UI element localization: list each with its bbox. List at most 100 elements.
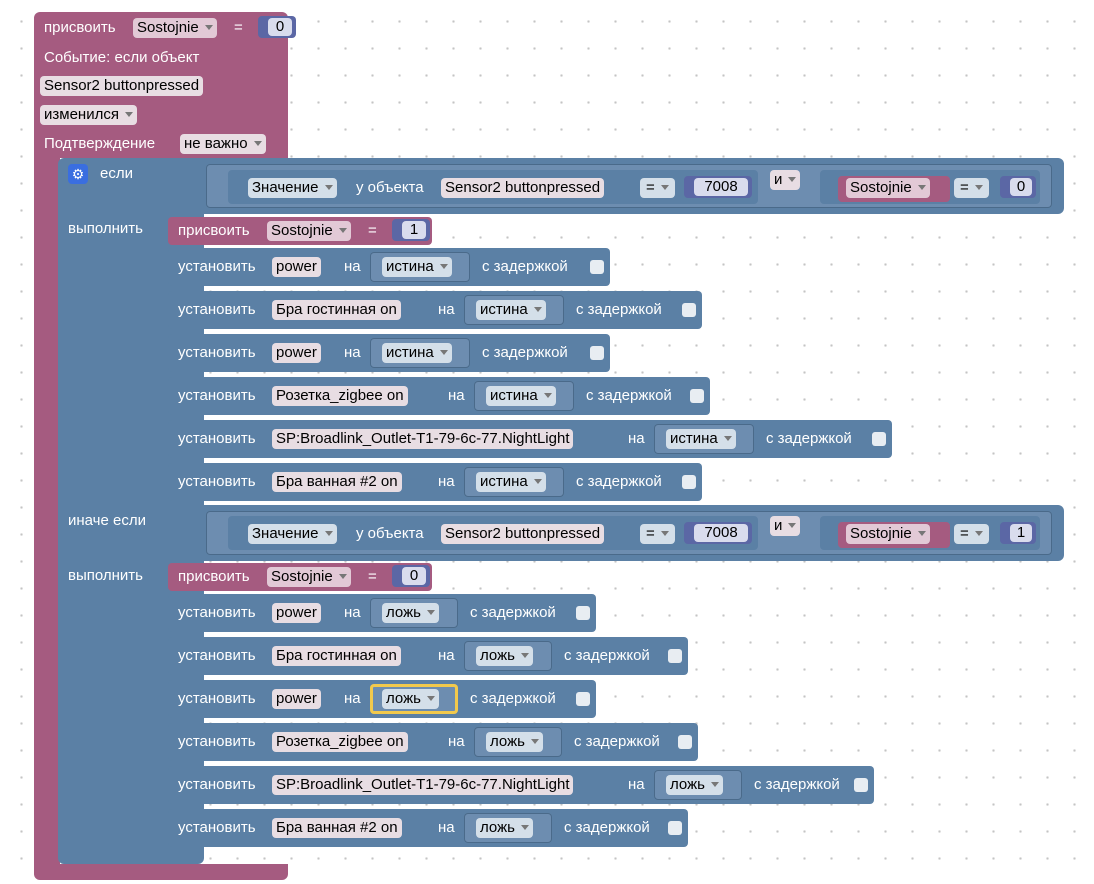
set-block[interactable]: [168, 809, 688, 847]
changed-dropdown[interactable]: изменился: [40, 105, 137, 125]
delay-checkbox[interactable]: [576, 606, 590, 620]
delay-checkbox[interactable]: [590, 260, 604, 274]
set-block[interactable]: [168, 637, 688, 675]
to-label: на: [344, 604, 361, 621]
delay-checkbox[interactable]: [682, 475, 696, 489]
set-label: установить: [178, 776, 256, 793]
delay-label: с задержкой: [564, 819, 650, 836]
set-label: установить: [178, 344, 256, 361]
boolean-dropdown[interactable]: ложь: [476, 818, 533, 838]
var-dropdown[interactable]: Sostojnie: [133, 18, 217, 38]
set-block[interactable]: [168, 291, 702, 329]
to-label: на: [448, 387, 465, 404]
boolean-dropdown[interactable]: ложь: [382, 603, 439, 623]
delay-checkbox[interactable]: [678, 735, 692, 749]
val-block-2[interactable]: 1: [1000, 522, 1036, 544]
assign-num-2[interactable]: 0: [392, 565, 430, 587]
target-field[interactable]: Бра гостинная on: [272, 646, 401, 666]
assign-var-2[interactable]: Sostojnie: [267, 567, 351, 587]
delay-label: с задержкой: [754, 776, 840, 793]
set-label: установить: [178, 733, 256, 750]
op-dropdown-2[interactable]: =: [640, 524, 675, 544]
delay-checkbox[interactable]: [668, 649, 682, 663]
to-label: на: [628, 430, 645, 447]
set-label: установить: [178, 604, 256, 621]
delay-checkbox[interactable]: [854, 778, 868, 792]
event-block-spine: [34, 150, 60, 870]
delay-checkbox[interactable]: [576, 692, 590, 706]
boolean-dropdown[interactable]: ложь: [476, 646, 533, 666]
to-label: на: [448, 733, 465, 750]
set-block[interactable]: [168, 377, 710, 415]
event-label: Событие: если объект: [44, 49, 200, 66]
number-block[interactable]: 0: [258, 16, 296, 38]
boolean-dropdown[interactable]: ложь: [666, 775, 723, 795]
target-field[interactable]: power: [272, 689, 321, 709]
value-dropdown-2[interactable]: Значение: [248, 524, 337, 544]
confirm-dropdown[interactable]: не важно: [180, 134, 266, 154]
delay-label: с задержкой: [766, 430, 852, 447]
and-dropdown-1[interactable]: и: [770, 170, 801, 190]
target-field[interactable]: power: [272, 343, 321, 363]
boolean-dropdown[interactable]: ложь: [382, 689, 439, 709]
num-block-1[interactable]: 7008: [684, 176, 752, 198]
of-object-label-2: у объекта: [356, 525, 424, 542]
target-field[interactable]: power: [272, 257, 321, 277]
to-label: на: [628, 776, 645, 793]
op2-dropdown-2[interactable]: =: [954, 524, 989, 544]
value-dropdown-1[interactable]: Значение: [248, 178, 337, 198]
delay-checkbox[interactable]: [668, 821, 682, 835]
boolean-dropdown[interactable]: истина: [476, 472, 546, 492]
event-object-field[interactable]: Sensor2 buttonpressed: [40, 76, 204, 96]
target-field[interactable]: Бра ванная #2 on: [272, 818, 402, 838]
delay-checkbox[interactable]: [690, 389, 704, 403]
boolean-dropdown[interactable]: истина: [382, 257, 452, 277]
assign-eq-2: =: [368, 568, 377, 585]
delay-checkbox[interactable]: [590, 346, 604, 360]
do-label-2: выполнить: [68, 567, 143, 584]
set-block[interactable]: [168, 463, 702, 501]
delay-label: с задержкой: [470, 690, 556, 707]
delay-label: с задержкой: [576, 301, 662, 318]
target-field[interactable]: SP:Broadlink_Outlet-T1-79-6c-77.NightLig…: [272, 429, 574, 449]
target-field[interactable]: Бра ванная #2 on: [272, 472, 402, 492]
boolean-dropdown[interactable]: истина: [486, 386, 556, 406]
object-field-1[interactable]: Sensor2 buttonpressed: [441, 178, 605, 198]
set-label: установить: [178, 430, 256, 447]
boolean-dropdown[interactable]: истина: [382, 343, 452, 363]
target-field[interactable]: Бра гостинная on: [272, 300, 401, 320]
target-field[interactable]: Розетка_zigbee on: [272, 386, 408, 406]
val-block-1[interactable]: 0: [1000, 176, 1036, 198]
and-dropdown-2[interactable]: и: [770, 516, 801, 536]
object-field-2[interactable]: Sensor2 buttonpressed: [441, 524, 605, 544]
set-label: установить: [178, 647, 256, 664]
target-field[interactable]: Розетка_zigbee on: [272, 732, 408, 752]
target-field[interactable]: power: [272, 603, 321, 623]
elseif-label: иначе если: [68, 512, 146, 529]
delay-checkbox[interactable]: [682, 303, 696, 317]
set-label: установить: [178, 387, 256, 404]
gear-icon[interactable]: ⚙: [68, 164, 88, 184]
assign-label-1: присвоить: [178, 222, 250, 239]
op2-dropdown-1[interactable]: =: [954, 178, 989, 198]
boolean-dropdown[interactable]: истина: [666, 429, 736, 449]
delay-label: с задержкой: [576, 473, 662, 490]
delay-label: с задержкой: [586, 387, 672, 404]
num-block-2[interactable]: 7008: [684, 522, 752, 544]
delay-label: с задержкой: [470, 604, 556, 621]
var-dropdown-c1[interactable]: Sostojnie: [846, 178, 930, 198]
boolean-dropdown[interactable]: ложь: [486, 732, 543, 752]
assign-num-1[interactable]: 1: [392, 219, 430, 241]
assign-label-2: присвоить: [178, 568, 250, 585]
assign-var-1[interactable]: Sostojnie: [267, 221, 351, 241]
op-dropdown-1[interactable]: =: [640, 178, 675, 198]
to-label: на: [344, 258, 361, 275]
var-dropdown-c2[interactable]: Sostojnie: [846, 524, 930, 544]
delay-checkbox[interactable]: [872, 432, 886, 446]
target-field[interactable]: SP:Broadlink_Outlet-T1-79-6c-77.NightLig…: [272, 775, 574, 795]
event-block-bottom: [34, 864, 288, 880]
to-label: на: [438, 301, 455, 318]
set-block[interactable]: [168, 723, 698, 761]
boolean-dropdown[interactable]: истина: [476, 300, 546, 320]
set-label: установить: [178, 819, 256, 836]
